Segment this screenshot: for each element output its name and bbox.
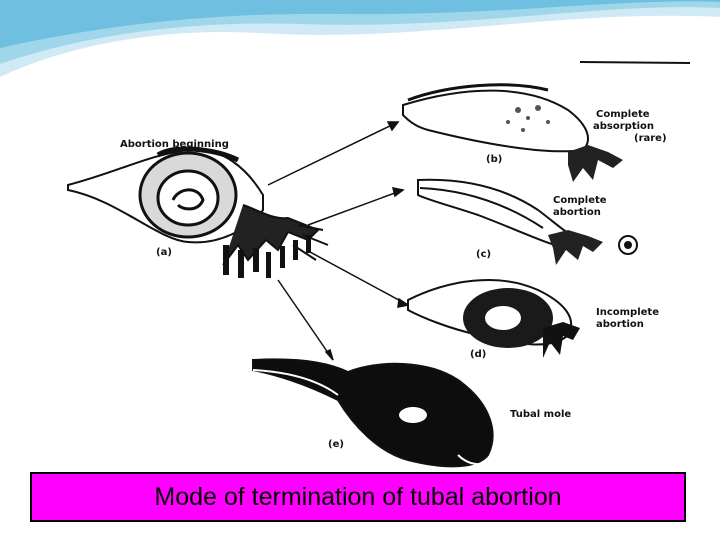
figure-arrows bbox=[267, 121, 410, 361]
label-panel-b: (b) bbox=[486, 154, 503, 165]
slide-caption: Mode of termination of tubal abortion bbox=[154, 482, 562, 511]
header-wave-decoration bbox=[0, 0, 720, 79]
label-complete-absorption-line3: (rare) bbox=[634, 133, 667, 144]
panel-e-drawing bbox=[252, 358, 494, 468]
panel-d-drawing bbox=[407, 279, 580, 358]
label-complete-absorption-line2: absorption bbox=[593, 121, 655, 132]
tubal-abortion-figure: Abortion beginning (a) (b) (c) (d) (e) C… bbox=[48, 60, 696, 470]
figure-illustration bbox=[67, 83, 638, 468]
label-tubal-mole: Tubal mole bbox=[510, 409, 572, 420]
label-incomplete-abortion-line2: abortion bbox=[596, 319, 644, 330]
panel-b-drawing bbox=[402, 83, 623, 182]
label-panel-a: (a) bbox=[156, 247, 172, 258]
label-abortion-beginning: Abortion beginning bbox=[120, 139, 229, 150]
panel-c-drawing bbox=[417, 178, 638, 265]
slide-caption-box: Mode of termination of tubal abortion bbox=[30, 472, 686, 522]
label-complete-absorption-line1: Complete bbox=[596, 109, 650, 120]
panel-a-drawing bbox=[67, 146, 329, 278]
label-panel-c: (c) bbox=[476, 249, 492, 260]
label-complete-abortion-line1: Complete bbox=[553, 195, 607, 206]
label-panel-d: (d) bbox=[470, 349, 487, 360]
label-panel-e: (e) bbox=[328, 439, 344, 450]
label-incomplete-abortion-line1: Incomplete bbox=[596, 307, 659, 318]
label-complete-abortion-line2: abortion bbox=[553, 207, 601, 218]
